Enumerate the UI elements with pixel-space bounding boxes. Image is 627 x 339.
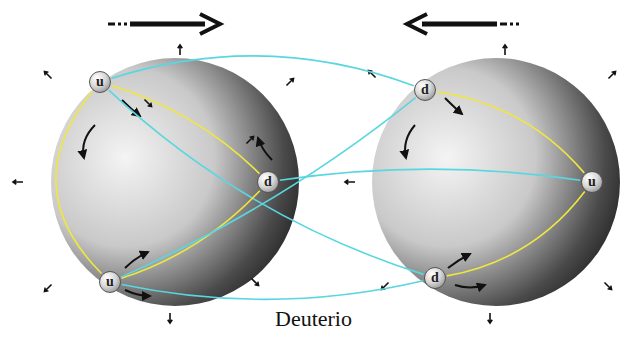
quark-label: u <box>588 175 596 189</box>
field-arrow <box>503 45 508 55</box>
field-arrow <box>178 45 183 55</box>
force-line <box>109 90 424 274</box>
force-line <box>122 281 424 300</box>
force-line <box>111 56 413 86</box>
force-line <box>121 98 416 278</box>
quark-ball: u <box>99 271 121 293</box>
force-line <box>437 92 584 173</box>
force-line <box>111 86 259 174</box>
quark-label: d <box>421 83 429 97</box>
quark-label: u <box>96 75 104 89</box>
field-arrow <box>251 278 258 285</box>
spin-arrow <box>83 98 485 296</box>
motion-arrow <box>108 14 519 34</box>
field-arrow <box>286 78 293 85</box>
field-arrow <box>168 313 173 323</box>
quark-label: d <box>264 175 272 189</box>
field-arrows <box>13 45 616 323</box>
force-line <box>121 191 259 279</box>
field-arrow <box>604 282 611 289</box>
field-arrow <box>488 313 493 323</box>
field-arrow <box>44 284 51 291</box>
force-line <box>56 91 102 273</box>
force-line <box>280 169 580 180</box>
force-line <box>447 192 585 276</box>
field-arrow <box>13 180 23 185</box>
quark-ball: u <box>89 71 111 93</box>
caption: Deuterio <box>0 306 627 332</box>
field-arrow <box>345 180 355 185</box>
neutron-sphere <box>372 58 620 306</box>
quark-label: u <box>106 275 114 289</box>
proton-sphere <box>51 58 299 306</box>
quark-label: d <box>431 271 439 285</box>
quark-ball: d <box>257 171 279 193</box>
field-arrow <box>246 136 253 143</box>
quark-ball: d <box>424 267 446 289</box>
field-arrow <box>608 71 615 78</box>
field-arrow <box>44 71 51 78</box>
quark-ball: d <box>414 79 436 101</box>
quark-ball: u <box>581 171 603 193</box>
